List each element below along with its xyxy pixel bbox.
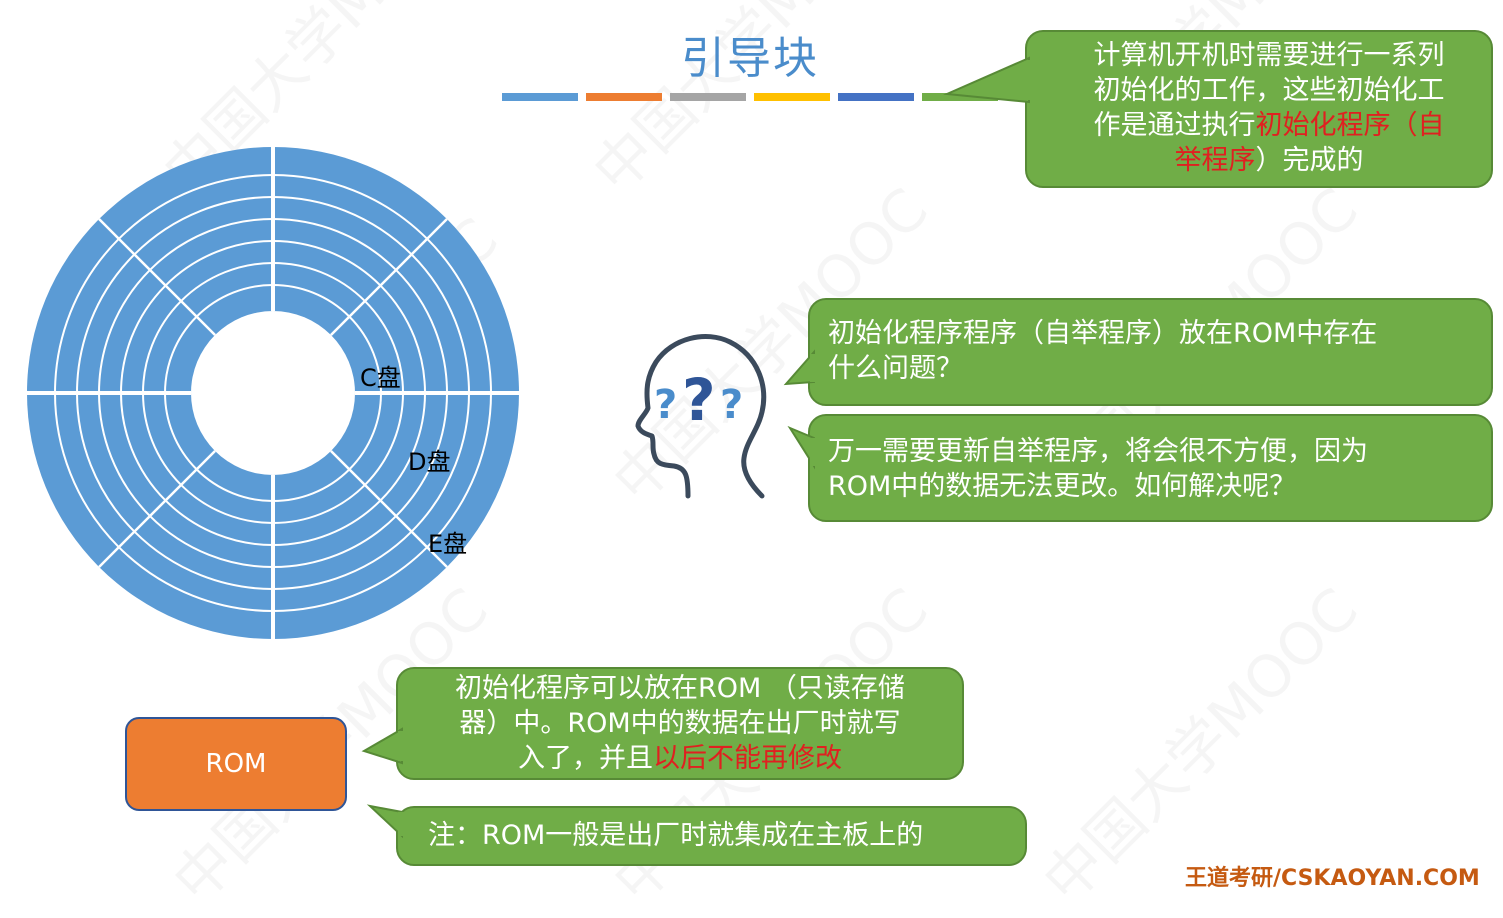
color-bar-segment: [838, 93, 914, 101]
color-bar-segment: [586, 93, 662, 101]
callout-tail: [361, 727, 404, 765]
color-bar-segment: [502, 93, 578, 101]
callout-line: 初始化程序程序（自举程序）放在ROM中存在: [828, 318, 1378, 349]
highlight-text: 以后不能再修改: [653, 743, 842, 774]
thinking-head-icon: ? ? ?: [635, 333, 767, 499]
footer-brand: 王道考研/CSKAOYAN.COM: [1185, 866, 1480, 891]
color-bar-segment: [754, 93, 830, 101]
disk-sector-divider: [98, 218, 216, 336]
svg-text:?: ?: [720, 382, 743, 428]
callout-line: ROM中的数据无法更改。如何解决呢？: [828, 471, 1297, 502]
note-callout: 注：ROM一般是出厂时就集成在主板上的: [366, 804, 1027, 866]
callout-tail: [366, 804, 404, 839]
disk-label-e: E盘: [428, 530, 468, 558]
callout-line: 万一需要更新自举程序，将会很不方便，因为: [828, 436, 1368, 467]
color-bar-segment: [670, 93, 746, 101]
callout-text: ）完成的: [1255, 145, 1364, 176]
svg-text:?: ?: [654, 382, 677, 428]
disk-sector-divider: [98, 450, 216, 568]
question-callout: 初始化程序程序（自举程序）放在ROM中存在 什么问题？: [783, 298, 1493, 406]
disk-spindle-hole: [191, 311, 355, 475]
disk-sector-divider: [330, 450, 448, 568]
callout-line: 入了，并且以后不能再修改: [408, 741, 952, 776]
callout-line: 作是通过执行初始化程序（自: [1057, 108, 1481, 143]
svg-text:?: ?: [682, 366, 716, 434]
callout-line: 初始化的工作，这些初始化工: [1093, 75, 1445, 106]
slide-title: 引导块: [681, 33, 819, 84]
note-text: 注：ROM一般是出厂时就集成在主板上的: [428, 820, 924, 851]
boot-program-callout: 计算机开机时需要进行一系列 初始化的工作，这些初始化工 作是通过执行初始化程序（…: [943, 30, 1493, 188]
highlight-text: 初始化程序（自: [1255, 110, 1445, 141]
callout-line: 初始化程序可以放在ROM （只读存储: [455, 673, 905, 704]
callout-tail: [783, 349, 816, 386]
color-bar-segment: [922, 93, 998, 101]
rom-callout: 初始化程序可以放在ROM （只读存储 器）中。ROM中的数据在出厂时就写 入了，…: [361, 667, 964, 780]
disk-label-c: C盘: [360, 364, 401, 392]
rom-label: ROM: [205, 749, 267, 779]
rom-box: ROM: [125, 717, 347, 811]
highlight-text: 举程序: [1174, 145, 1256, 176]
callout-line: 什么问题？: [828, 353, 963, 384]
callout-tail: [943, 56, 1033, 104]
callout-line: 器）中。ROM中的数据在出厂时就写: [459, 708, 901, 739]
disk-diagram: [27, 147, 519, 639]
callout-line: 举程序）完成的: [1057, 143, 1481, 178]
callout-text: 作是通过执行: [1093, 110, 1256, 141]
callout-tail: [787, 425, 816, 470]
callout-text: 入了，并且: [518, 743, 653, 774]
callout-line: 计算机开机时需要进行一系列: [1093, 40, 1445, 71]
answer-callout: 万一需要更新自举程序，将会很不方便，因为 ROM中的数据无法更改。如何解决呢？: [787, 414, 1493, 522]
disk-label-d: D盘: [408, 448, 451, 476]
disk-sector-divider: [330, 218, 448, 336]
